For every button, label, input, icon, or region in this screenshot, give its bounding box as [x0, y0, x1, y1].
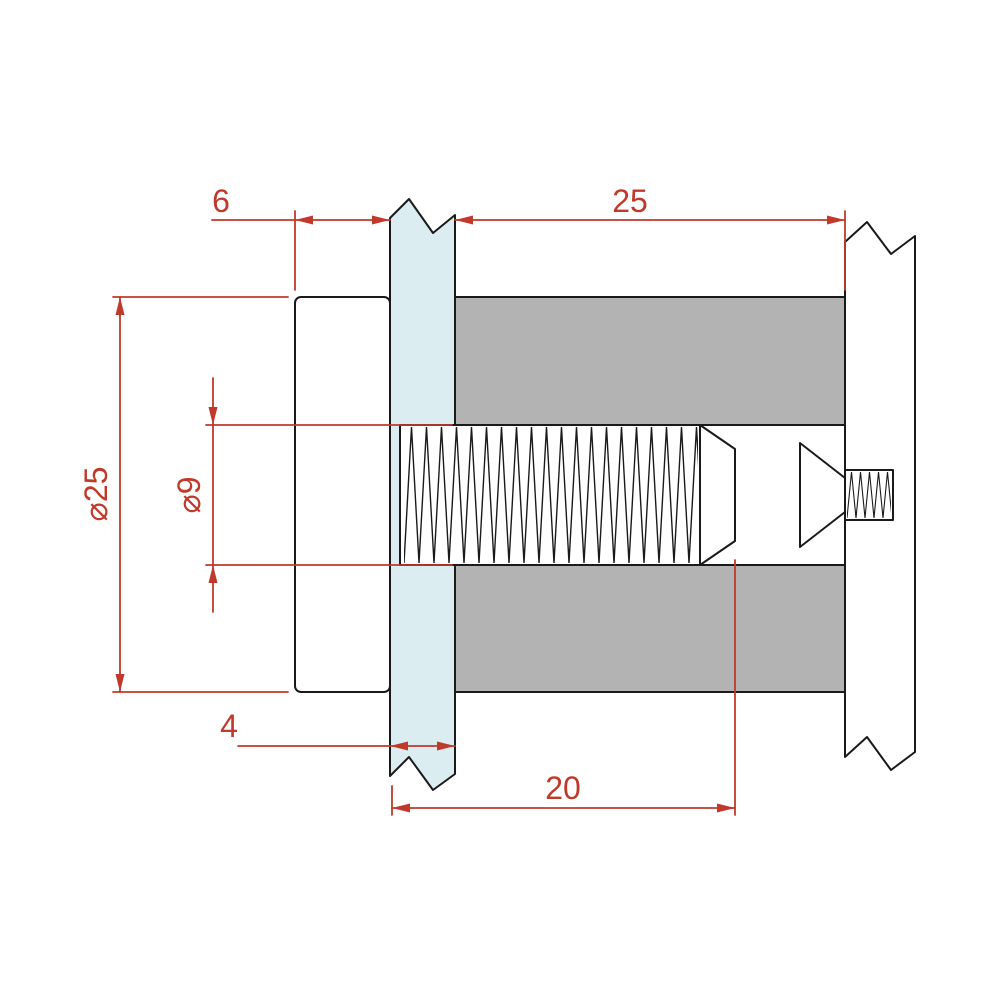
- arrowhead: [208, 565, 218, 583]
- arrowhead: [372, 215, 390, 225]
- dimension-cap-thickness: 6: [211, 183, 391, 291]
- rod-thread-hatching: [404, 427, 698, 563]
- dim-label-thread-length: 20: [545, 770, 581, 806]
- arrowhead: [115, 297, 125, 315]
- dim-label-rod-diameter: ⌀9: [171, 476, 207, 513]
- dimension-rod-diameter: ⌀9: [171, 377, 453, 613]
- cap-flange: [294, 296, 391, 693]
- arrowhead: [115, 674, 125, 692]
- arrowhead: [208, 407, 218, 425]
- arrowhead: [827, 215, 845, 225]
- dimension-cap-diameter: ⌀25: [78, 296, 289, 693]
- dim-label-cap-diameter: ⌀25: [78, 467, 114, 522]
- dim-label-glass-thickness: 4: [220, 708, 238, 744]
- dimension-glass-thickness: 4: [220, 708, 456, 751]
- rod-end-chamfer: [699, 424, 736, 566]
- arrowhead: [437, 741, 455, 751]
- dim-label-cap-thickness: 6: [212, 183, 230, 219]
- arrowhead: [455, 215, 473, 225]
- shank-thread-hatching: [847, 472, 891, 518]
- arrowhead: [390, 741, 408, 751]
- dim-label-body-length: 25: [612, 183, 648, 219]
- dimension-body-length: 25: [454, 183, 846, 291]
- arrowhead: [392, 803, 410, 813]
- arrowhead: [717, 803, 735, 813]
- dimension-thread-length: 20: [391, 559, 736, 816]
- arrowhead: [295, 215, 313, 225]
